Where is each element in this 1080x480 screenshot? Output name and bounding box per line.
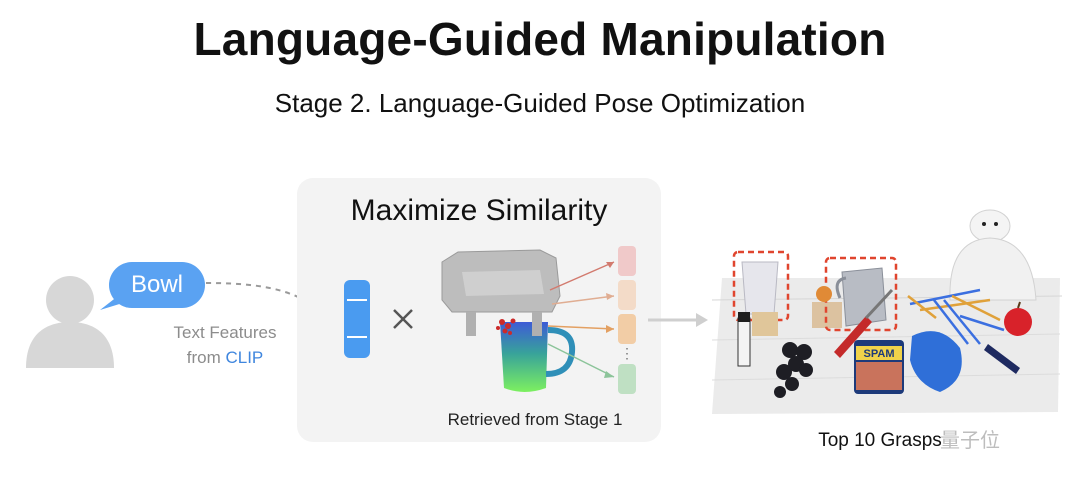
query-bubble: Bowl [109,262,205,308]
panel-caption: Retrieved from Stage 1 [447,410,623,429]
panel-title: Maximize Similarity [350,194,608,227]
watermark: 量子位 [940,430,1000,452]
text-features-line2: from CLIP [150,345,300,370]
result-caption: Top 10 Grasps [818,430,942,451]
text-features-label: Text Features from CLIP [150,320,300,370]
svg-text:⋮: ⋮ [620,345,634,361]
page-title: Language-Guided Manipulation [193,13,887,65]
text-features-prefix: from [186,348,226,367]
text-features-line1: Text Features [173,323,277,342]
page-subtitle: Stage 2. Language-Guided Pose Optimizati… [274,88,806,118]
clip-label: CLIP [225,348,264,367]
spam-label: SPAM [864,348,895,360]
